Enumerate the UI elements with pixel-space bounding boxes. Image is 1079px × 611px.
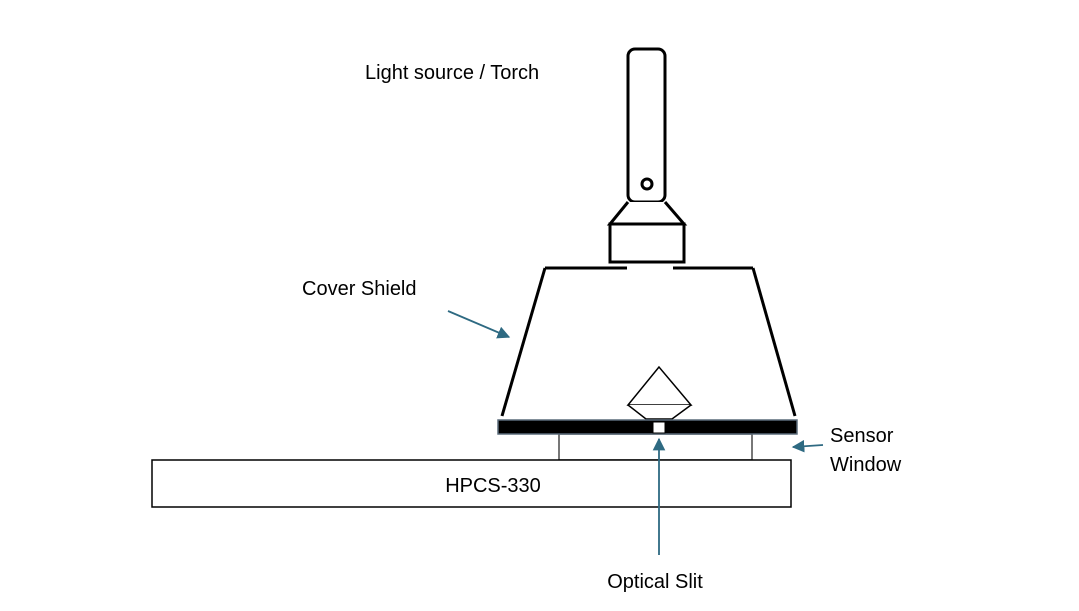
torch-icon (606, 47, 688, 264)
device-body (151, 459, 792, 508)
sensor-window-arrow (791, 439, 824, 453)
sensor-plate (497, 419, 798, 435)
sensor-window-label-line2: Window (830, 454, 902, 476)
optical-slit (652, 421, 666, 434)
device-label: HPCS-330 (445, 475, 541, 497)
prism-icon (626, 365, 693, 420)
optical-slit-label: Optical Slit (607, 571, 703, 593)
cover-shield (500, 266, 797, 417)
cover-shield-label: Cover Shield (302, 278, 417, 300)
light-source-label: Light source / Torch (365, 62, 539, 84)
sensor-window-label-line1: Sensor (830, 425, 894, 447)
cover-shield-arrow (447, 310, 511, 339)
sensor-window (558, 433, 753, 461)
